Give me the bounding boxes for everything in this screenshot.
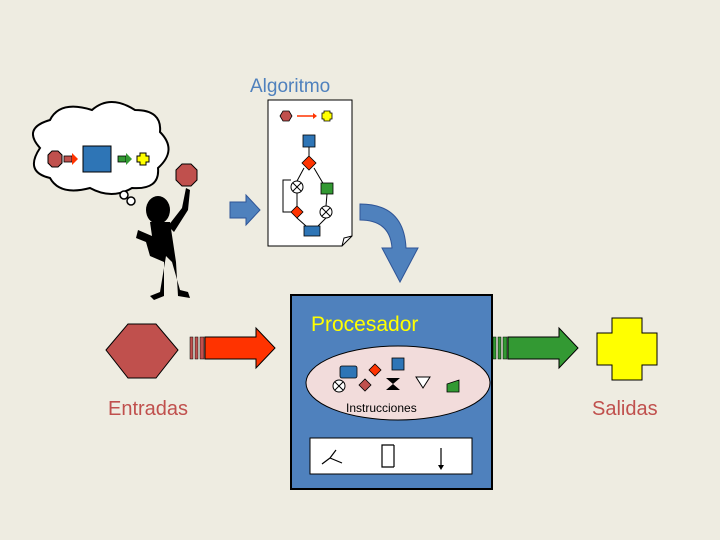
- cloud-cross-icon: [136, 152, 150, 166]
- diagram-title: Algoritmo: [250, 76, 331, 97]
- cloud-red-arrow-icon: [63, 153, 78, 165]
- output-cross-icon: [596, 317, 658, 381]
- held-hexagon-icon: [175, 163, 198, 187]
- processor-label: Procesador: [311, 313, 419, 336]
- instructions-label: Instrucciones: [346, 401, 417, 415]
- thought-cloud: [31, 101, 170, 206]
- flow-arrow-to-processor: [359, 203, 419, 284]
- cloud-hexagon-icon: [47, 150, 63, 168]
- cloud-blue-square-icon: [82, 145, 112, 173]
- control-panel: [309, 437, 473, 475]
- outputs-label: Salidas: [592, 398, 658, 420]
- flow-arrow-to-algorithm: [229, 193, 261, 227]
- inputs-label: Entradas: [108, 398, 189, 420]
- output-arrow: [492, 326, 579, 370]
- cloud-green-arrow-icon: [117, 153, 132, 165]
- instructions-panel: [305, 345, 491, 421]
- flowchart-document-icon: [267, 99, 353, 247]
- input-hexagon-icon: [105, 323, 179, 379]
- processor-box: [290, 294, 493, 490]
- input-arrow: [189, 326, 276, 370]
- person-thinking-icon: [136, 163, 198, 300]
